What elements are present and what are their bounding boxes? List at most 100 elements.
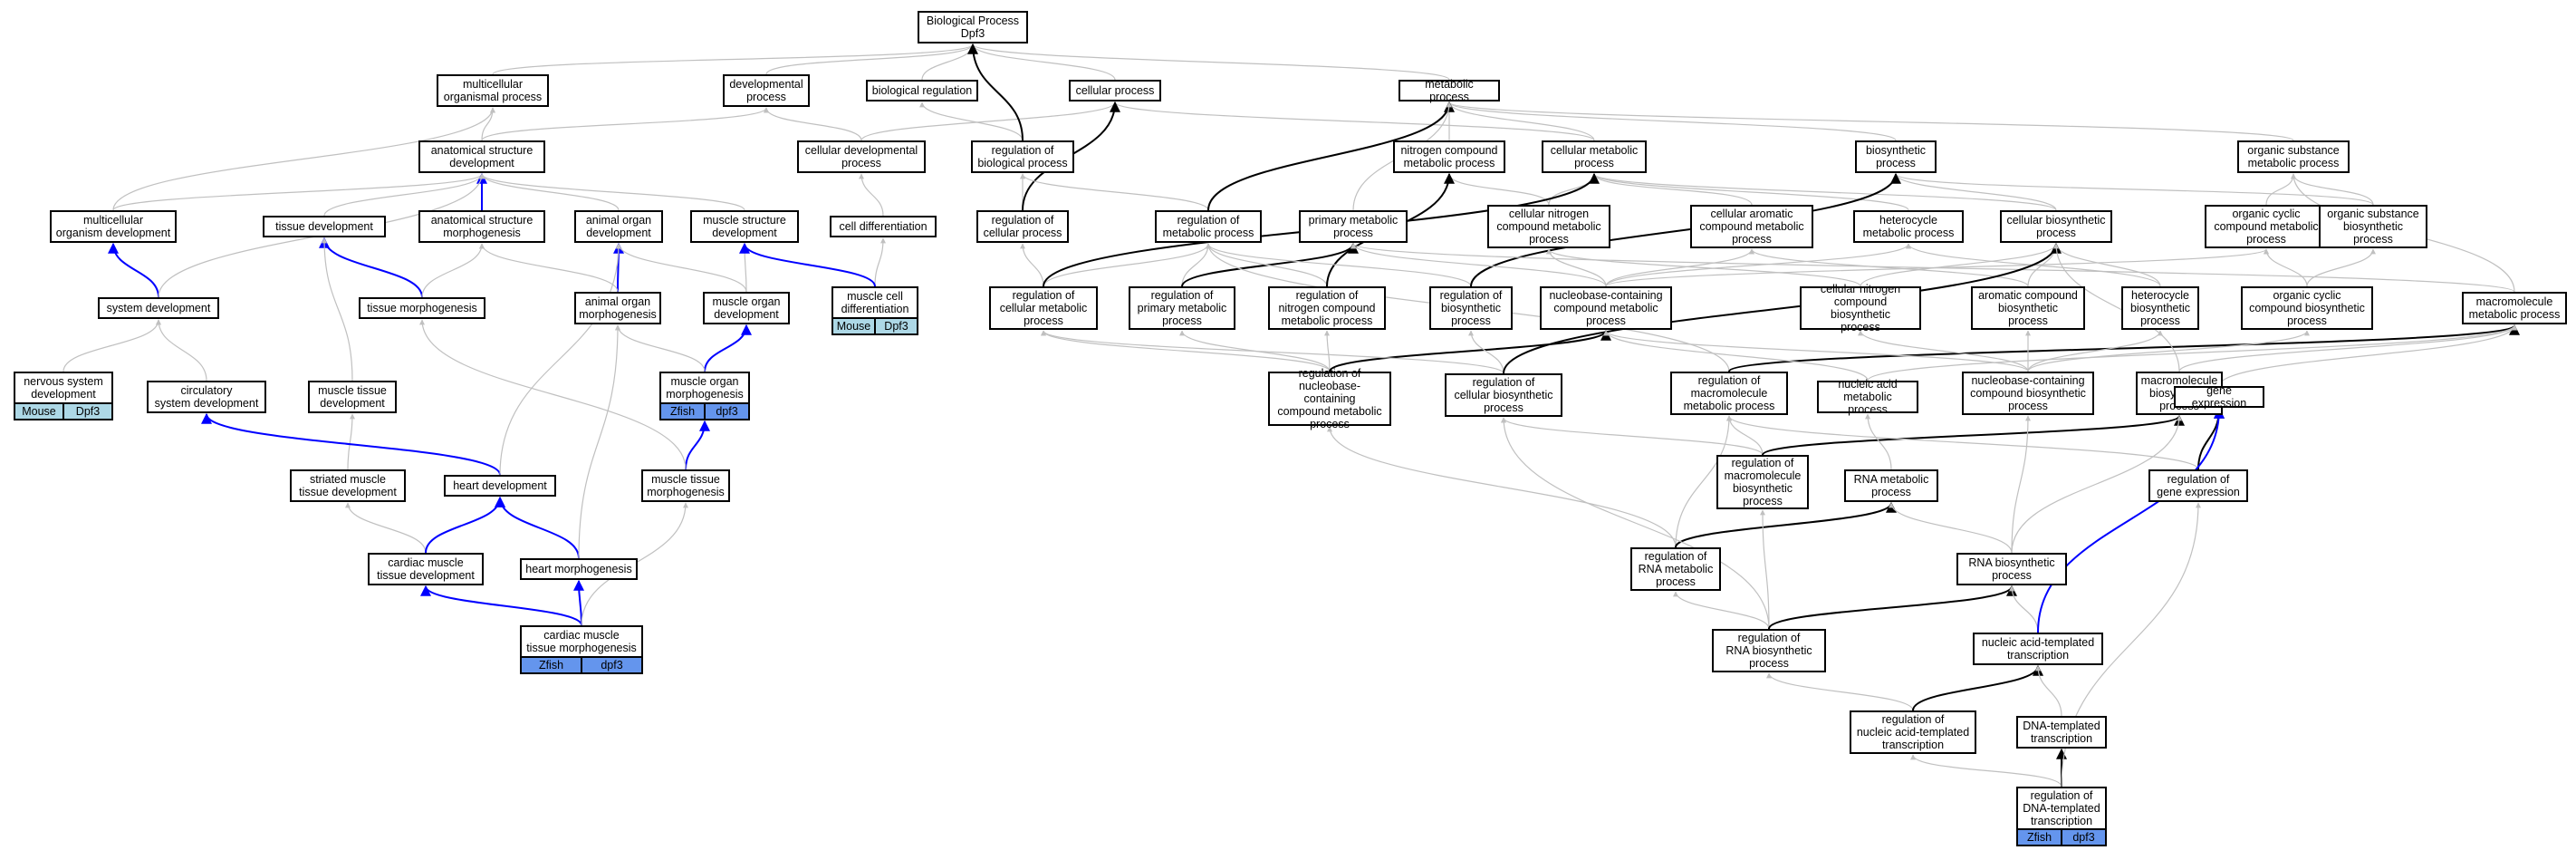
node-tissmorph[interactable]: tissue morphogenesis	[359, 297, 485, 319]
edge-regmbp-to-regcbp	[1501, 417, 1764, 456]
node-label-line: process	[1749, 657, 1789, 670]
node-bioreg[interactable]: biological regulation	[866, 80, 978, 101]
node-label-line: process	[1333, 227, 1373, 239]
edge-osmp-to-metab	[1447, 101, 2294, 141]
node-label-line: cellular metabolic	[1550, 144, 1639, 157]
edge-modev-to-aodev	[616, 243, 747, 293]
node-sysdev[interactable]: system development	[98, 297, 219, 319]
node-label-line: compound metabolic	[2214, 220, 2319, 233]
node-label: heart development	[453, 479, 547, 492]
node-label-line: cellular aromatic	[1710, 208, 1793, 220]
node-metab[interactable]: metabolic process	[1399, 78, 1500, 103]
node-cellproc[interactable]: cellular process	[1069, 80, 1161, 101]
node-label-line: cellular metabolic	[999, 302, 1088, 314]
node-label-line: metabolic process	[2247, 157, 2340, 169]
edge-rnabp-to-rnamp	[1889, 502, 2013, 554]
node-label-line: metabolic process	[1683, 400, 1775, 412]
node-label-line: regulation of	[1295, 289, 1359, 302]
node-geneexp[interactable]: gene expression	[2174, 384, 2264, 410]
edge-regbio-to-bp	[967, 43, 1024, 141]
node-label-line: muscle structure	[703, 214, 786, 227]
edge-biosyn-to-metab	[1447, 101, 1897, 141]
tag-species: Zfish	[2018, 830, 2061, 845]
node-label-line: process	[1162, 314, 1202, 327]
edge-regmp-to-metab	[1207, 101, 1455, 211]
edge-reggeneexp-to-regmmp	[1726, 415, 2199, 470]
node-celldiff[interactable]: cell differentiation	[830, 216, 937, 237]
node-tissdev[interactable]: tissue development	[263, 216, 386, 237]
node-label-line: biosynthetic	[1865, 144, 1926, 157]
tag-gene: Dpf3	[62, 404, 111, 419]
node-label-line: regulation of	[1472, 376, 1535, 389]
edge-natt-to-rnabp	[2009, 585, 2039, 633]
node-heartmorph[interactable]: heart morphogenesis	[520, 558, 638, 580]
node-label: tissue development	[275, 220, 373, 233]
node-heartdev[interactable]: heart development	[444, 475, 556, 497]
node-label-line: compound metabolic	[1496, 220, 1601, 233]
